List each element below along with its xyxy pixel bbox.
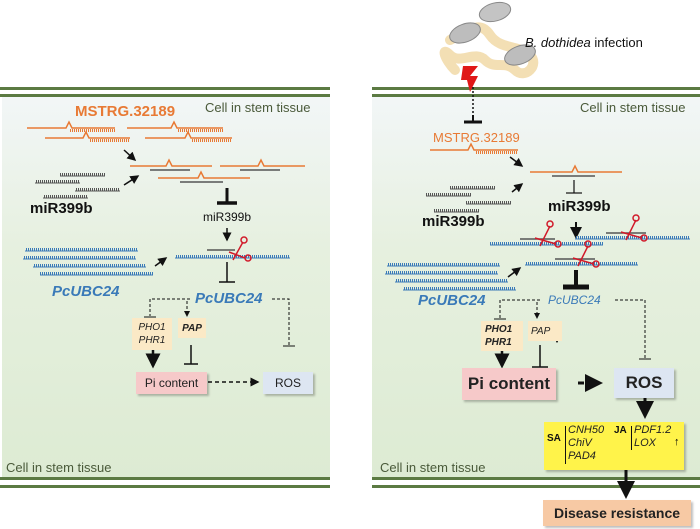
gene-phr1: PHR1 <box>138 335 166 346</box>
hormone-signaling-box: SA CNH50 ChiV PAD4 JA PDF1.2 LOX ↑ <box>544 422 684 470</box>
right-lncrna-label: MSTRG.32189 <box>433 130 520 145</box>
right-pi-content-box: Pi content <box>462 368 556 400</box>
left-target-free-label: PcUBC24 <box>195 290 263 307</box>
gene-pap: PAP <box>182 322 202 334</box>
left-mirna-pool-label: miR399b <box>30 200 93 217</box>
right-membrane-top-inner <box>372 94 700 97</box>
fungus-icon <box>439 1 539 79</box>
disease-resistance-box: Disease resistance <box>543 500 691 526</box>
left-cell-panel <box>2 97 330 477</box>
upregulation-arrow-icon: ↑ <box>674 436 680 448</box>
left-pap-box: PAP <box>178 318 206 338</box>
left-lncrna-label: MSTRG.32189 <box>75 103 176 120</box>
right-pap-box: PAP <box>528 321 562 341</box>
gene-pap: PAP <box>531 325 551 337</box>
gene-phr1: PHR1 <box>485 337 512 348</box>
sa-label: SA <box>547 433 561 444</box>
gene-lox: LOX <box>634 437 657 449</box>
left-pi-content-label: Pi content <box>144 376 199 390</box>
infection-label: B. dothidea infection <box>525 35 643 50</box>
sa-gene-list: CNH50 ChiV PAD4 <box>568 424 604 463</box>
left-membrane-bottom-inner <box>0 477 330 480</box>
right-mirna-pool-label: miR399b <box>422 213 485 230</box>
left-cell-label-bottom: Cell in stem tissue <box>6 460 112 475</box>
gene-chiv: ChiV <box>568 437 592 449</box>
left-cell-label-top: Cell in stem tissue <box>205 100 311 115</box>
left-membrane-top-outer <box>0 87 330 90</box>
right-ros-label: ROS <box>625 373 663 392</box>
gene-pad4: PAD4 <box>568 450 596 462</box>
infection-text: infection <box>590 35 643 50</box>
pathogen-name: B. dothidea <box>525 35 591 50</box>
scissors-icons <box>534 214 648 268</box>
gene-cnh50: CNH50 <box>568 424 605 436</box>
left-lncrna-strands <box>27 120 232 142</box>
right-membrane-bottom-outer <box>372 485 700 488</box>
left-membrane-top-inner <box>0 94 330 97</box>
right-membrane-top-outer <box>372 87 700 90</box>
right-pho-phr-box: PHO1 PHR1 <box>481 321 523 351</box>
sa-bracket <box>565 426 566 464</box>
left-membrane-bottom-outer <box>0 485 330 488</box>
right-pi-content-label: Pi content <box>467 374 551 393</box>
gene-pho1: PHO1 <box>485 324 513 335</box>
right-cell-label-top: Cell in stem tissue <box>580 100 686 115</box>
right-membrane-bottom-inner <box>372 477 700 480</box>
scissors-icon <box>228 236 252 262</box>
right-mirna-free-label: miR399b <box>548 198 611 215</box>
right-target-pool-label: PcUBC24 <box>418 292 486 309</box>
left-ros-box: ROS <box>263 372 313 394</box>
disease-resistance-label: Disease resistance <box>553 505 681 521</box>
right-ros-box: ROS <box>614 368 674 398</box>
lightning-icon <box>461 66 478 92</box>
ja-gene-list: PDF1.2 LOX <box>634 424 671 450</box>
ja-label: JA <box>614 425 627 436</box>
gene-pho1: PHO1 <box>138 322 166 333</box>
left-ros-label: ROS <box>274 376 301 390</box>
left-pho-phr-box: PHO1 PHR1 <box>132 318 172 350</box>
left-mirna-free-label: miR399b <box>203 210 252 224</box>
ja-bracket <box>631 426 632 450</box>
left-pi-content-box: Pi content <box>136 372 207 394</box>
left-target-pool-label: PcUBC24 <box>52 283 120 300</box>
gene-pdf12: PDF1.2 <box>634 424 672 436</box>
right-cell-label-bottom: Cell in stem tissue <box>380 460 486 475</box>
right-target-free-label: PcUBC24 <box>548 293 601 307</box>
